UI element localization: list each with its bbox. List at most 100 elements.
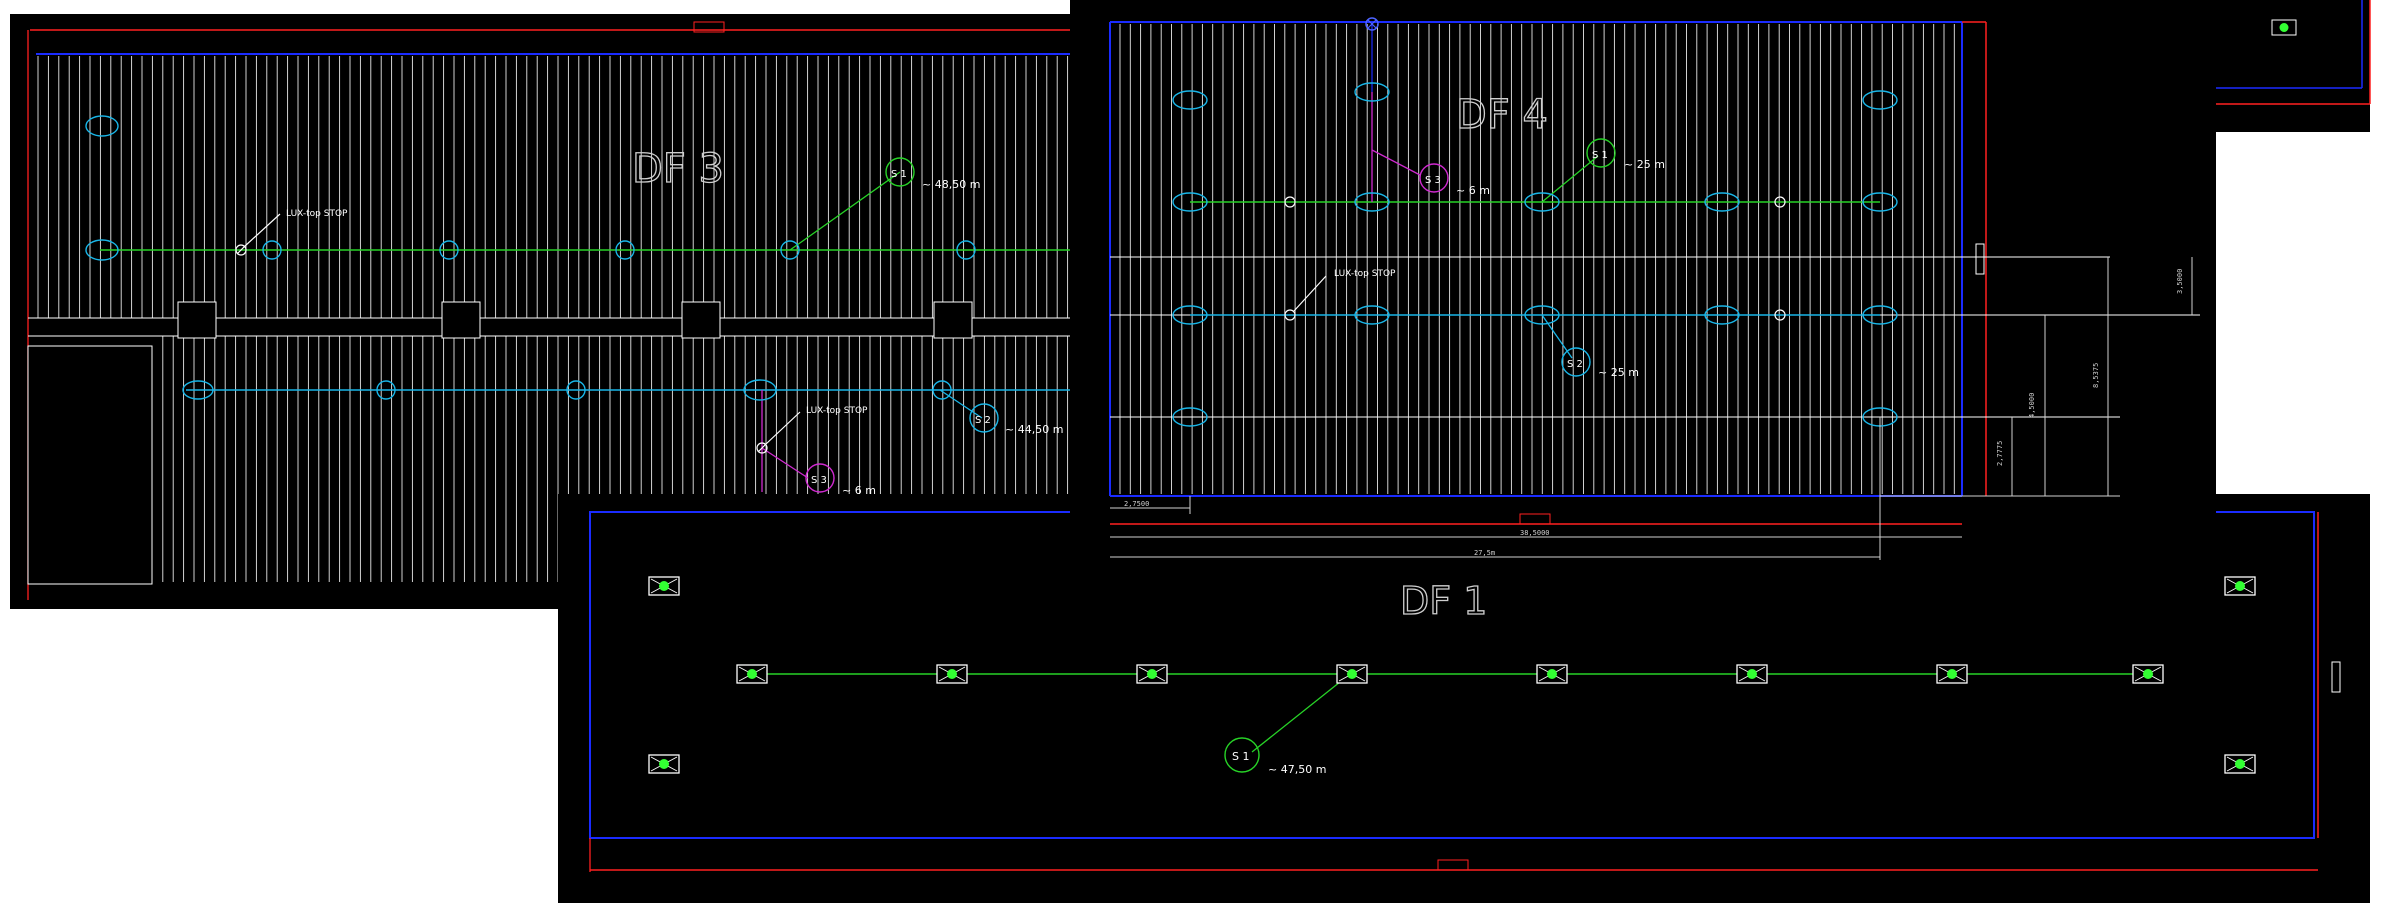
roof-drain-icon[interactable] bbox=[1862, 192, 1898, 212]
roof-drain-icon[interactable] bbox=[1354, 82, 1390, 102]
df3-dimension-tag bbox=[693, 21, 725, 33]
df3-s2-leader bbox=[939, 389, 983, 419]
feed-point-icon[interactable] bbox=[1365, 17, 1379, 31]
roof-drain-icon[interactable] bbox=[956, 240, 976, 260]
df4-lux-label: LUX-top STOP bbox=[1334, 269, 1396, 279]
df3-skylight-3 bbox=[681, 301, 721, 339]
lux-stop-icon[interactable] bbox=[1774, 309, 1786, 321]
df4-s1-tag-circle[interactable] bbox=[1586, 138, 1616, 168]
roof-drain-icon[interactable] bbox=[1862, 90, 1898, 110]
roof-drain-icon[interactable] bbox=[85, 115, 119, 137]
df1-s1-tag-circle[interactable] bbox=[1224, 737, 1260, 773]
df4-dim-v1: 3,5000 bbox=[2176, 269, 2184, 294]
df4-s3-tag-circle[interactable] bbox=[1419, 163, 1449, 193]
outlet-fill bbox=[659, 581, 669, 591]
df3-s3-leader-d bbox=[761, 447, 809, 479]
roof-drain-icon[interactable] bbox=[1172, 192, 1208, 212]
df3-s2-tag: S 2 bbox=[975, 415, 991, 426]
df3-s2-tag-circle[interactable] bbox=[969, 403, 999, 433]
df3-panel: DF 3 LUX bbox=[10, 14, 1390, 609]
df3-s3-tag: S 3 bbox=[811, 475, 827, 486]
df1-s1-leader bbox=[1251, 673, 1351, 753]
df3-s2-length: ~ 44,50 m bbox=[1005, 423, 1063, 436]
df3-lux-label-2: LUX-top STOP bbox=[806, 406, 868, 416]
df1-s1-tag: S 1 bbox=[1232, 750, 1249, 763]
df1-s1-length: ~ 47,50 m bbox=[1268, 763, 1326, 776]
df1-outlets bbox=[648, 576, 2256, 774]
df4-dim-v4: 2,7775 bbox=[1996, 441, 2004, 466]
df1-background bbox=[558, 494, 2370, 903]
df3-skylight-1 bbox=[177, 301, 217, 339]
roof-drain-icon[interactable] bbox=[1524, 305, 1560, 325]
df4-dim-2: 38,5000 bbox=[1520, 529, 1550, 537]
roof-drain-icon[interactable] bbox=[1862, 305, 1898, 325]
df3-s1-length: ~ 48,50 m bbox=[922, 178, 980, 191]
df4-background-mid bbox=[1456, 0, 2216, 8]
df4-right-marker bbox=[1975, 243, 1985, 275]
outlet-fill bbox=[659, 759, 669, 769]
roof-drain-icon[interactable] bbox=[743, 379, 777, 401]
df3-annex-block bbox=[27, 345, 153, 585]
outlet-fill bbox=[747, 669, 757, 679]
df1-dimension-tag bbox=[1437, 859, 1469, 871]
roof-drain-icon[interactable] bbox=[1704, 305, 1740, 325]
df4-s3-tag: S 3 bbox=[1425, 175, 1441, 186]
roof-drain-icon[interactable] bbox=[182, 380, 214, 400]
df3-s1-tag-circle[interactable] bbox=[885, 157, 915, 187]
lux-stop-icon[interactable] bbox=[756, 442, 768, 454]
df4-panel: DF 4 bbox=[1070, 0, 2371, 560]
roof-drain-icon[interactable] bbox=[615, 240, 635, 260]
roof-drain-icon[interactable] bbox=[932, 380, 952, 400]
df3-skylight-2 bbox=[441, 301, 481, 339]
df3-s3-tag-circle[interactable] bbox=[805, 463, 835, 493]
outlet-fill bbox=[2235, 581, 2245, 591]
df4-s1-length: ~ 25 m bbox=[1624, 158, 1665, 171]
df4-dimensions bbox=[1110, 257, 2193, 560]
outlet-fill bbox=[2235, 759, 2245, 769]
roof-drain-icon[interactable] bbox=[376, 380, 396, 400]
df3-lux-label-1: LUX-top STOP bbox=[286, 209, 348, 219]
df4-dimension-tag bbox=[1519, 513, 1551, 525]
df4-roof-label: DF 4 bbox=[1456, 92, 1548, 138]
roof-drain-icon[interactable] bbox=[1354, 305, 1390, 325]
df3-s3-length: ~ 6 m bbox=[842, 484, 876, 497]
df1-right-marker bbox=[2331, 661, 2341, 693]
roof-drain-icon[interactable] bbox=[262, 240, 282, 260]
roof-drain-icon[interactable] bbox=[85, 239, 119, 261]
roof-drain-icon[interactable] bbox=[1172, 305, 1208, 325]
df4-s2-tag-circle[interactable] bbox=[1561, 347, 1591, 377]
roof-drain-icon[interactable] bbox=[1172, 407, 1208, 427]
df3-outlets bbox=[85, 115, 976, 401]
df3-roof-label: DF 3 bbox=[632, 146, 724, 192]
df4-dim-v3: 8,5375 bbox=[2092, 363, 2100, 388]
df4-s3-length: ~ 6 m bbox=[1456, 184, 1490, 197]
lux-stop-icon[interactable] bbox=[235, 244, 247, 256]
df3-s1-tag: S 1 bbox=[891, 169, 907, 180]
outlet-fill bbox=[1947, 669, 1957, 679]
df4-s1-tag: S 1 bbox=[1592, 150, 1608, 161]
df4-dim-3: 27,5m bbox=[1474, 549, 1495, 557]
roof-drain-icon[interactable] bbox=[566, 380, 586, 400]
roof-drain-icon[interactable] bbox=[1524, 192, 1560, 212]
outlet-fill bbox=[2143, 669, 2153, 679]
outlet-fill bbox=[1347, 669, 1357, 679]
df3-s1-leader bbox=[789, 171, 901, 251]
df4-roof-ribs bbox=[1119, 24, 1955, 494]
roof-drain-icon[interactable] bbox=[1172, 90, 1208, 110]
lux-stop-icon[interactable] bbox=[1284, 309, 1296, 321]
lux-stop-icon[interactable] bbox=[1284, 196, 1296, 208]
df4-s3-leader-d bbox=[1371, 149, 1421, 176]
df4-lux-stops bbox=[1284, 196, 1786, 321]
roof-drain-icon[interactable] bbox=[1354, 192, 1390, 212]
df4-dim-v2: 4,5000 bbox=[2028, 393, 2036, 418]
lux-stop-icon[interactable] bbox=[1774, 196, 1786, 208]
outlet-fill bbox=[1147, 669, 1157, 679]
outlet-fill bbox=[947, 669, 957, 679]
roof-drain-icon[interactable] bbox=[780, 240, 800, 260]
df4-s2-length: ~ 25 m bbox=[1598, 366, 1639, 379]
df1-panel: DF 1 S 1 ~ 47,50 m bbox=[558, 494, 2370, 903]
df3-skylight-4 bbox=[933, 301, 973, 339]
roof-drain-icon[interactable] bbox=[439, 240, 459, 260]
roof-drain-icon[interactable] bbox=[1704, 192, 1740, 212]
